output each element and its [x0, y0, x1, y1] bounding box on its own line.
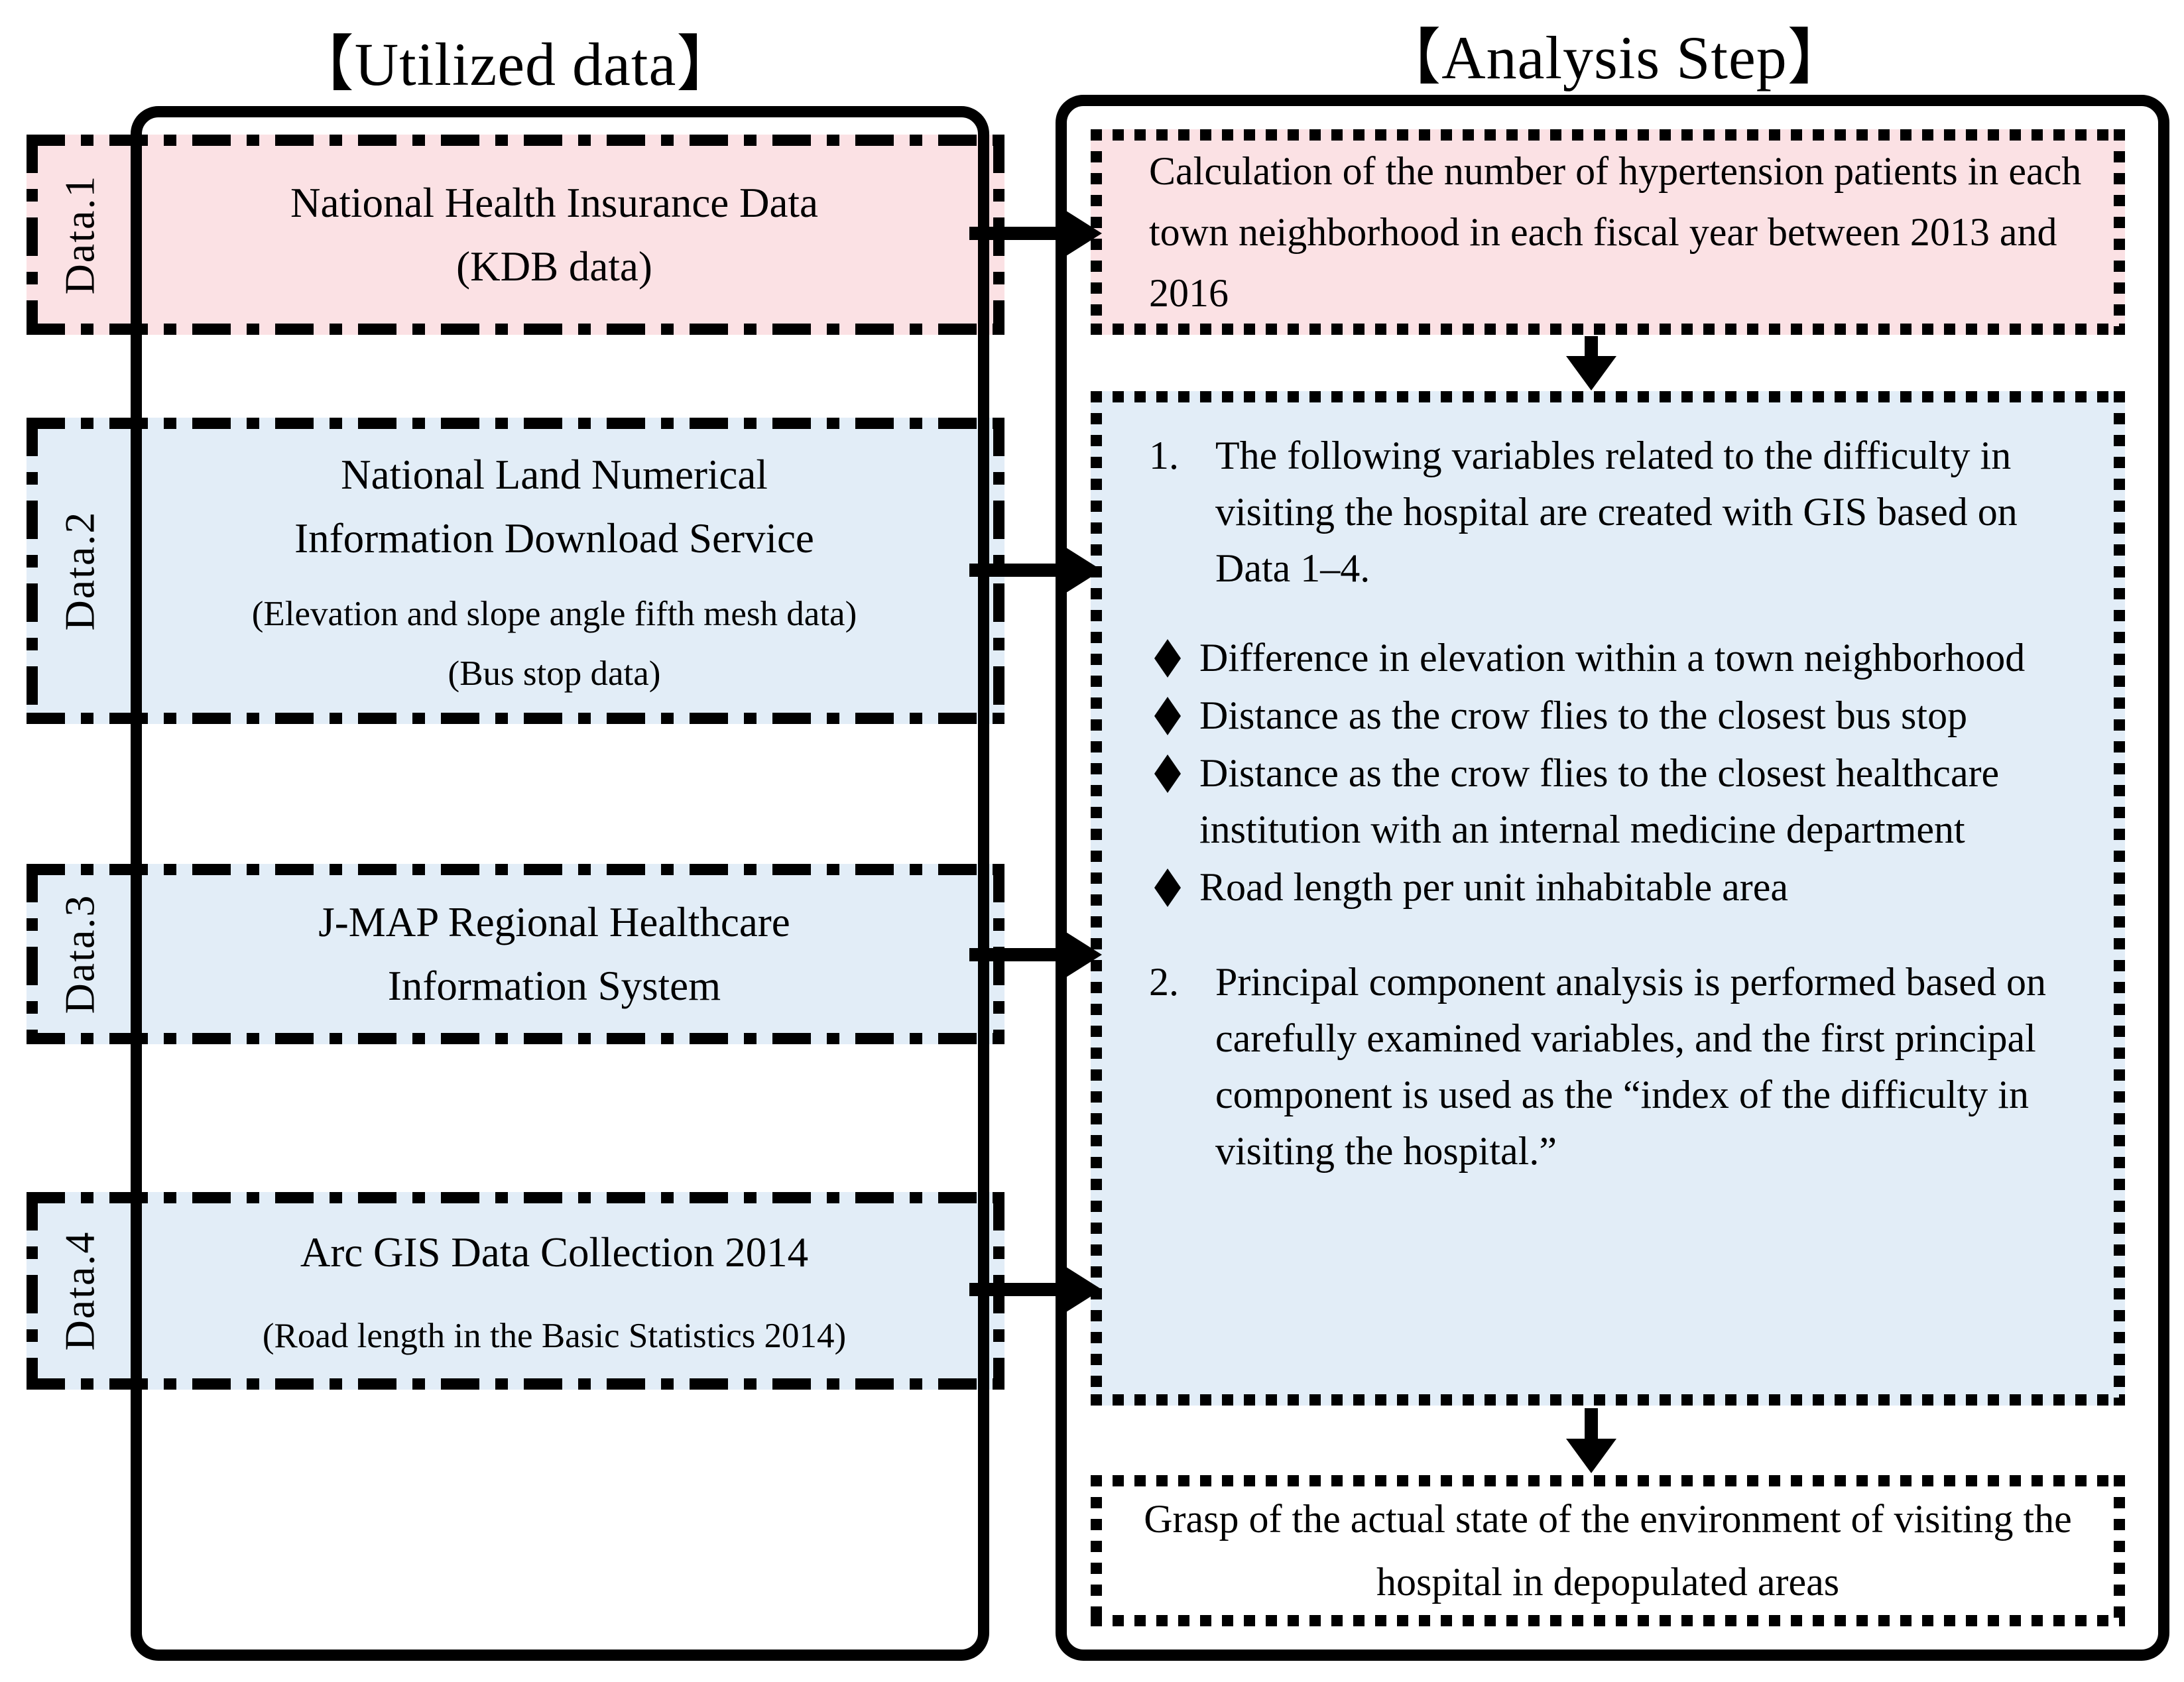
numbered-item-2: 2. Principal component analysis is perfo…: [1149, 954, 2091, 1179]
flow-arrow-data4: [969, 1267, 1102, 1312]
bullet-item: Distance as the crow flies to the closes…: [1149, 688, 2091, 744]
diamond-bullet-icon: [1154, 754, 1181, 793]
dotted-border: [1091, 391, 2125, 402]
dotted-border: [1091, 1615, 2125, 1626]
data-box-4-subtext: (Road length in the Basic Statistics 201…: [262, 1317, 847, 1355]
dashdot-border: [27, 324, 1004, 335]
arrow-down-icon: [1585, 1408, 1598, 1443]
analysis-box-3-text: Grasp of the actual state of the environ…: [1144, 1497, 2072, 1604]
bullet-item: Difference in elevation within a town ne…: [1149, 630, 2091, 686]
diamond-bullet-icon: [1154, 869, 1181, 907]
diamond-bullet-icon: [1154, 639, 1181, 678]
analysis-box-2: 1. The following variables related to th…: [1091, 391, 2125, 1406]
dashdot-border: [27, 713, 1004, 724]
data-label-2: Data.2: [56, 511, 103, 631]
dashdot-border: [27, 1192, 38, 1390]
data-box-2-text: National Land Numerical Information Down…: [294, 451, 814, 562]
dotted-border: [1091, 1475, 2125, 1486]
dashdot-border: [27, 1192, 1004, 1203]
arrow-down-icon: [1566, 356, 1616, 390]
data-box-2-subtext2: (Bus stop data): [448, 654, 661, 693]
item-text: Principal component analysis is performe…: [1215, 960, 2047, 1173]
arrow-down-icon: [1566, 1439, 1616, 1473]
dotted-border: [1091, 1394, 2125, 1406]
bullet-item: Distance as the crow flies to the closes…: [1149, 745, 2091, 858]
item-number: 1.: [1149, 434, 1179, 477]
data-label-4: Data.4: [56, 1231, 103, 1351]
flow-arrow-data1: [969, 211, 1102, 256]
dashdot-border: [27, 135, 1004, 146]
analysis-step-title: 【Analysis Step】: [1380, 24, 1849, 91]
item-number: 2.: [1149, 960, 1179, 1004]
arrow-right-icon: [1066, 1267, 1102, 1312]
analysis-box-1-text: Calculation of the number of hypertensio…: [1149, 149, 2082, 315]
flow-arrow-data2: [969, 548, 1102, 593]
dashdot-border: [27, 864, 1004, 875]
dotted-border: [2114, 129, 2125, 335]
dotted-border: [1091, 129, 2125, 141]
arrow-down-icon: [1585, 336, 1598, 360]
flow-arrow-data3: [969, 932, 1102, 977]
dashdot-border: [27, 135, 38, 335]
data-box-4-text: Arc GIS Data Collection 2014: [300, 1229, 809, 1276]
dotted-border: [2114, 1475, 2125, 1626]
diamond-bullet-icon: [1154, 697, 1181, 735]
data-box-3: Data.3 J-MAP Regional Healthcare Informa…: [27, 864, 1004, 1044]
data-label-1: Data.1: [56, 174, 103, 295]
analysis-box-3: Grasp of the actual state of the environ…: [1091, 1475, 2125, 1626]
data-box-4: Data.4 Arc GIS Data Collection 2014 (Roa…: [27, 1192, 1004, 1390]
arrow-right-icon: [969, 564, 1070, 577]
arrow-right-icon: [969, 948, 1070, 961]
utilized-data-panel: [131, 106, 989, 1661]
arrow-right-icon: [1066, 932, 1102, 977]
utilized-data-title: 【Utilized data】: [292, 30, 739, 98]
numbered-item-1: 1. The following variables related to th…: [1149, 428, 2091, 597]
data-box-3-text: J-MAP Regional Healthcare Information Sy…: [318, 899, 790, 1009]
dashdot-border: [27, 1378, 1004, 1390]
bullet-item: Road length per unit inhabitable area: [1149, 859, 2091, 916]
dashdot-border: [27, 418, 38, 724]
bullet-text: Road length per unit inhabitable area: [1199, 865, 1789, 909]
dotted-border: [2114, 391, 2125, 1406]
analysis-panel: [1056, 95, 2169, 1661]
dashdot-border: [27, 418, 1004, 429]
analysis-box-1: Calculation of the number of hypertensio…: [1091, 129, 2125, 335]
bullet-text: Distance as the crow flies to the closes…: [1199, 693, 1968, 737]
dashdot-border: [27, 1033, 1004, 1044]
data-box-1: Data.1 National Health Insurance Data (K…: [27, 135, 1004, 335]
arrow-right-icon: [969, 1283, 1070, 1296]
data-box-1-text: National Health Insurance Data (KDB data…: [290, 180, 818, 290]
dotted-border: [1091, 391, 1102, 1406]
dotted-border: [1091, 324, 2125, 335]
bullet-text: Difference in elevation within a town ne…: [1199, 636, 2026, 680]
arrow-right-icon: [969, 227, 1070, 240]
item-text: The following variables related to the d…: [1215, 434, 2018, 590]
data-box-2-subtext: (Elevation and slope angle fifth mesh da…: [251, 595, 857, 633]
bullet-text: Distance as the crow flies to the closes…: [1199, 751, 2000, 851]
dotted-border: [1091, 1475, 1102, 1626]
data-box-2: Data.2 National Land Numerical Informati…: [27, 418, 1004, 724]
flow-arrow-down-2: [1566, 1408, 1616, 1473]
dashdot-border: [27, 864, 38, 1044]
arrow-right-icon: [1066, 211, 1102, 256]
flow-arrow-down-1: [1566, 336, 1616, 390]
data-label-3: Data.3: [56, 894, 103, 1014]
arrow-right-icon: [1066, 548, 1102, 593]
